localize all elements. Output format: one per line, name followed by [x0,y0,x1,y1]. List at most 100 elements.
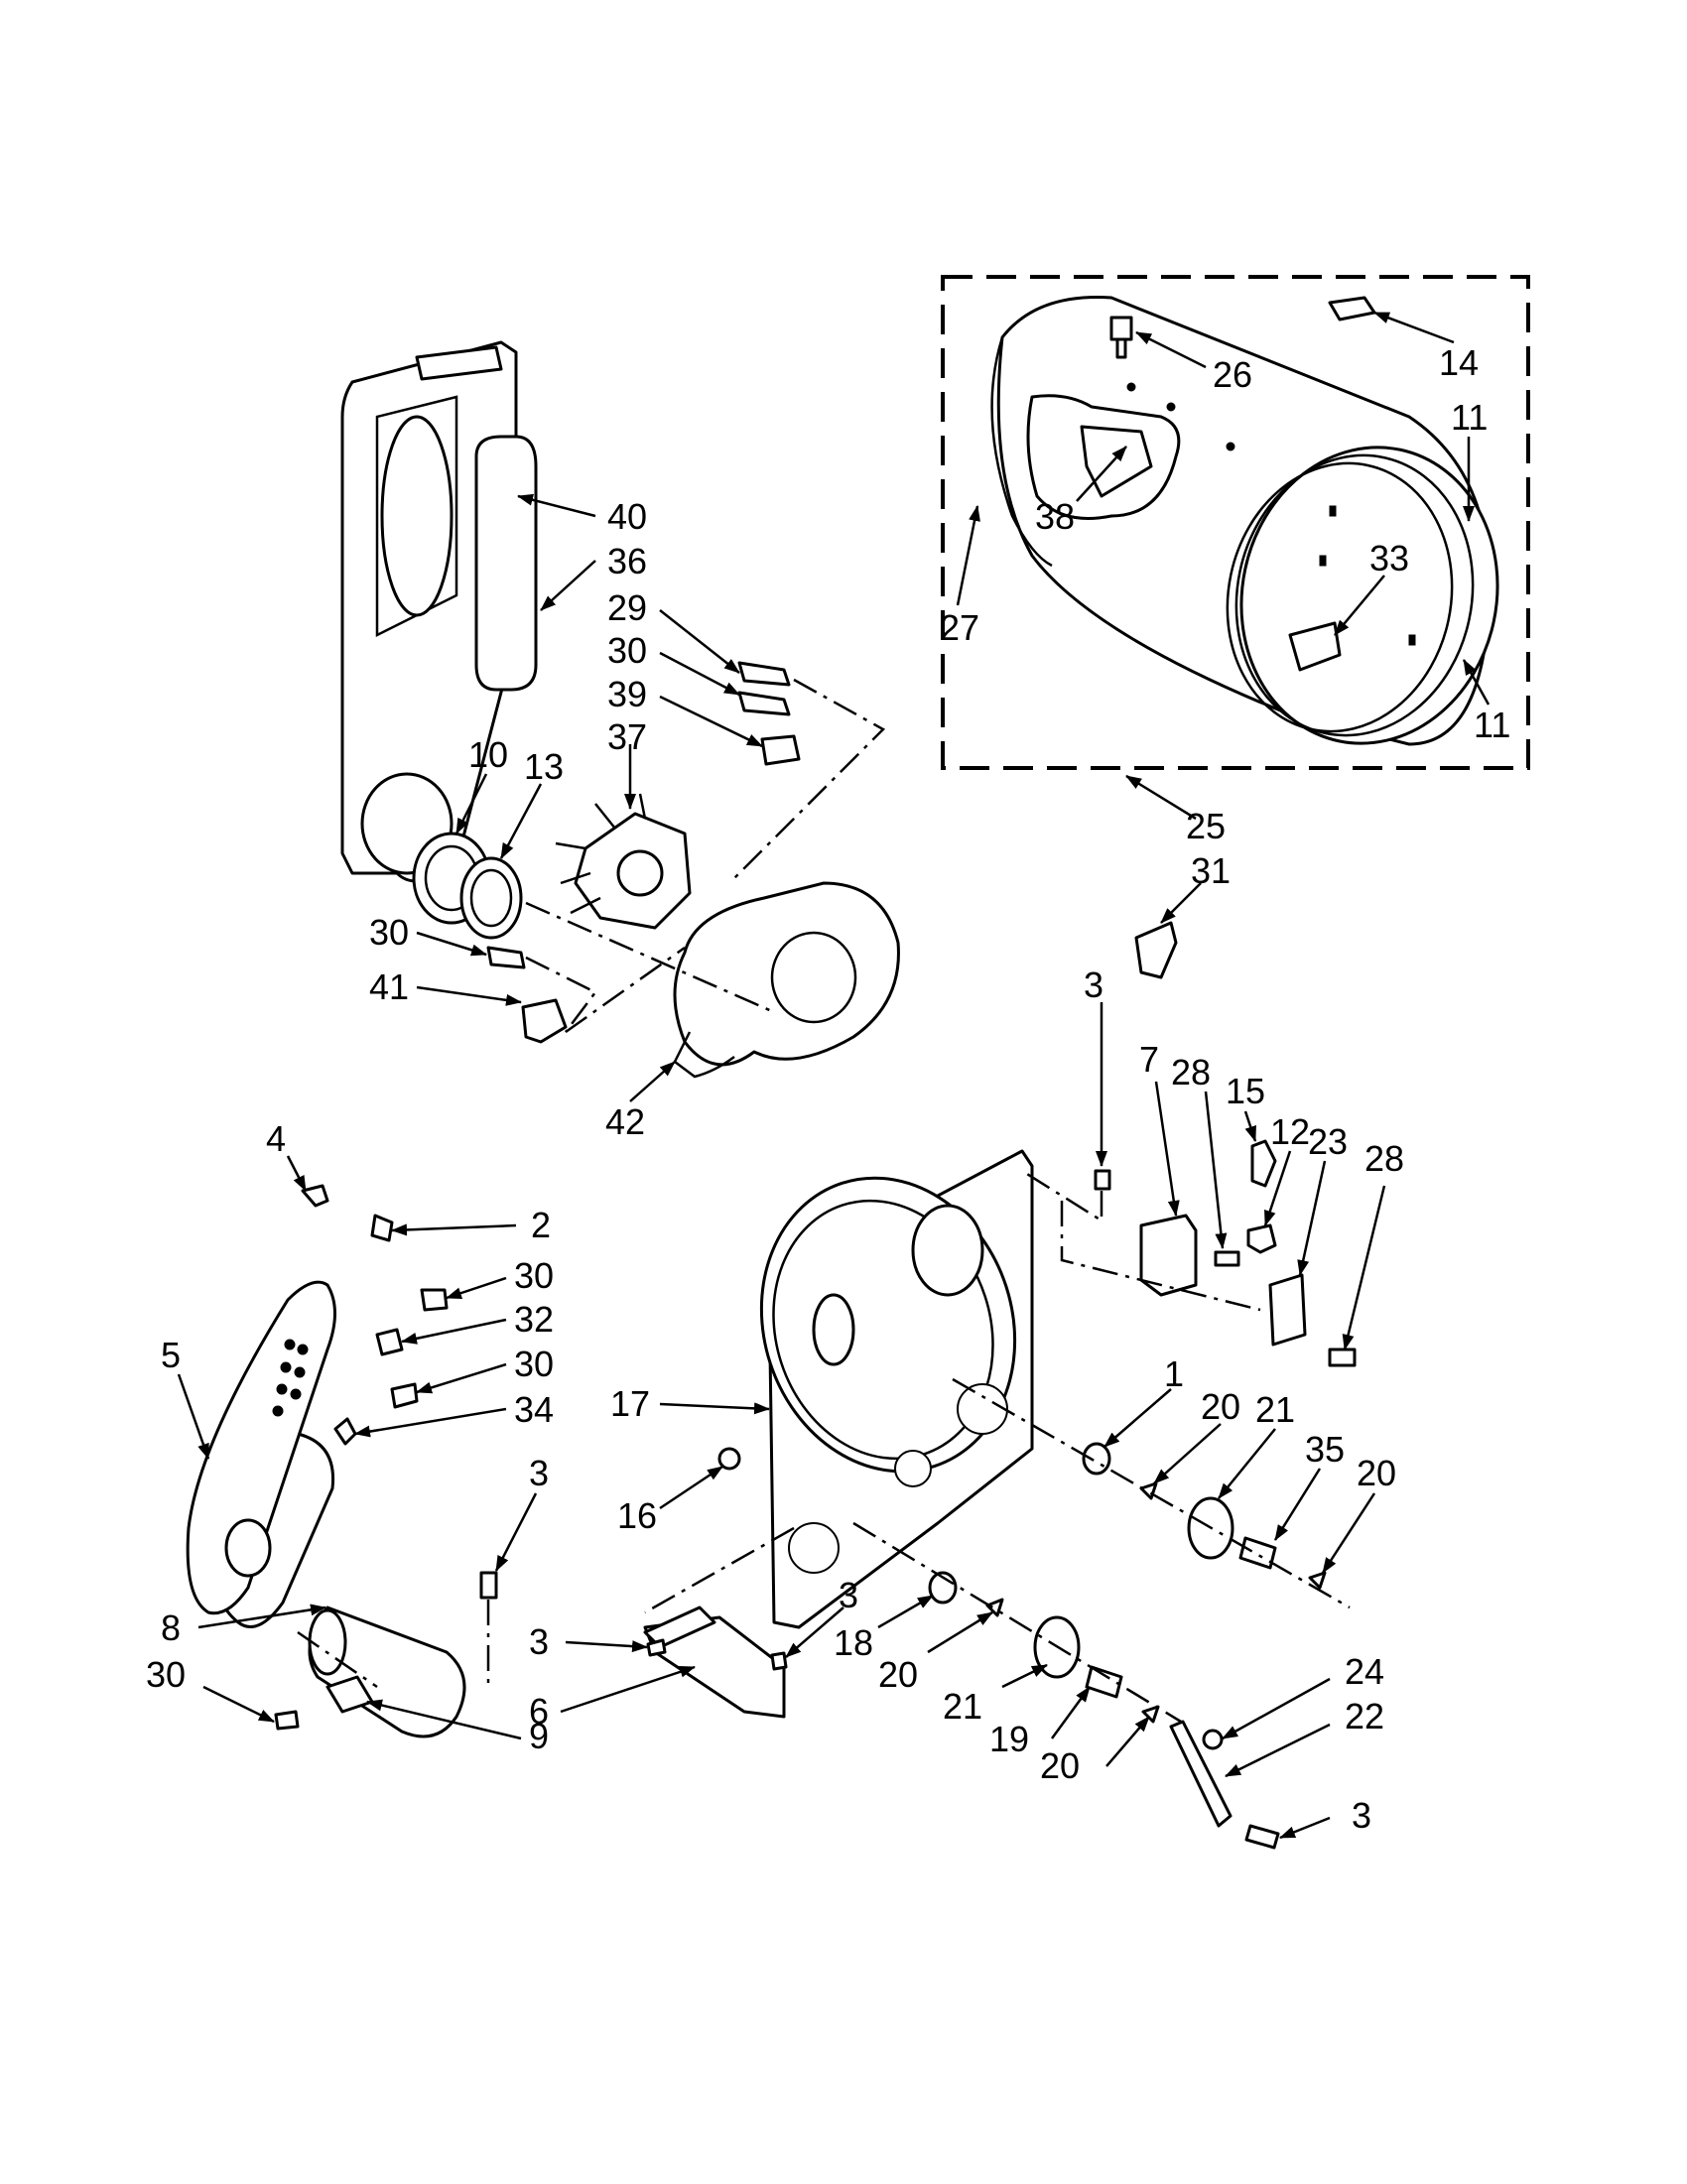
bracket-screw-3 [1244,1824,1280,1850]
callout-30: 30 [514,1344,554,1384]
callout-3: 3 [839,1575,858,1615]
drum-hole [1166,402,1176,412]
callout-14: 14 [1439,342,1479,383]
drum-clip [1328,296,1376,321]
housing-clip-41 [521,998,568,1044]
leader-34 [354,1407,507,1438]
heater-vent-dots [272,1339,309,1417]
leader-3e [1279,1816,1331,1840]
leader-5 [177,1373,210,1460]
leader-40 [517,493,596,518]
leader-14 [1373,311,1455,344]
thermostat-screw-30 [420,1288,449,1312]
heater-group [186,1184,498,1738]
washer [1308,1571,1327,1590]
heater-clip-4 [301,1184,329,1208]
rear-duct-panel-recess [375,395,458,638]
leader-24 [1222,1677,1331,1740]
bulkhead-group [643,921,1357,1850]
callout-11: 11 [1451,397,1488,438]
housing-screw-30 [486,946,526,969]
callout-37: 37 [607,716,647,757]
leader-27 [956,505,980,606]
leader-41 [416,985,522,1006]
heater-screw-3 [479,1571,498,1600]
callout-20: 20 [1357,1453,1396,1493]
leader-25 [1125,774,1197,821]
drum-screw-shank [1115,337,1127,359]
blower-housing-outlet [673,1031,735,1079]
leader-20c [927,1610,993,1654]
drum-lamp [1250,1139,1277,1188]
roller-bracket [1169,1720,1233,1828]
callout-9: 9 [529,1716,549,1756]
drum-baffle [1288,621,1342,672]
leader-7 [1154,1081,1180,1217]
leader-3d [785,1606,844,1658]
bulkhead-hole [788,1522,840,1574]
blower-impeller-fins [555,793,647,915]
leader-16 [659,1465,723,1510]
blower-screw-30 [737,691,791,716]
leader-30d [416,1362,507,1394]
callout-41: 41 [369,966,409,1007]
switch-screw [1214,1250,1240,1267]
callout-26: 26 [1213,354,1252,395]
callout-3: 3 [1084,964,1103,1005]
clip-housing-path [565,946,686,1034]
leader-lines [177,311,1491,1840]
leader-21a [1218,1428,1276,1499]
drum-assembly [941,275,1530,770]
leader-20a [1153,1423,1222,1484]
callout-3: 3 [529,1453,549,1493]
leader-3b [494,1492,538,1572]
callout-2: 2 [531,1205,551,1245]
callout-30: 30 [607,630,647,671]
callout-38: 38 [1035,496,1075,537]
leader-30c [446,1276,507,1300]
callout-29: 29 [607,587,647,628]
callout-27: 27 [940,607,979,648]
leader-13 [499,783,543,859]
blower-seal-inner [469,868,513,928]
lint-duct-screw [646,1638,667,1657]
callout-30: 30 [146,1654,186,1695]
lamp-socket [1246,1223,1277,1254]
heater-screw-2 [370,1214,394,1242]
leader-1 [1103,1388,1172,1448]
callout-21: 21 [943,1686,982,1727]
drum-inner-rim [1226,461,1454,733]
callout-5: 5 [161,1335,181,1375]
bracket-nut [1202,1729,1224,1750]
callout-7: 7 [1139,1039,1159,1080]
leader-17 [659,1402,770,1415]
lint-duct-path [644,1526,795,1614]
lower-axle-path [852,1521,1182,1724]
drum-hole [1226,442,1235,451]
slide-pad [1134,921,1178,979]
drum-rear-edge [990,336,1053,568]
heater-thermostat [375,1328,404,1356]
leader-6 [560,1665,696,1714]
callout-24: 24 [1345,1651,1384,1692]
callout-21: 21 [1255,1389,1295,1430]
leader-38 [1076,446,1127,502]
callout-28: 28 [1364,1138,1404,1179]
leader-30e [202,1685,275,1724]
leader-23 [1297,1160,1327,1276]
heater-outlet [224,1518,272,1578]
blower-impeller-hub [616,849,664,897]
callout-19: 19 [989,1719,1029,1759]
leader-30a [659,651,740,697]
callout-13: 13 [524,746,564,787]
leader-32 [401,1318,507,1345]
leader-20b [1321,1492,1376,1574]
leader-8 [197,1604,326,1629]
callout-17: 17 [610,1383,650,1424]
bulkhead-lint-opening [812,1293,855,1366]
callout-4: 4 [266,1118,286,1159]
callout-20: 20 [878,1654,918,1695]
leader-36 [540,560,596,611]
callout-30: 30 [514,1255,554,1296]
